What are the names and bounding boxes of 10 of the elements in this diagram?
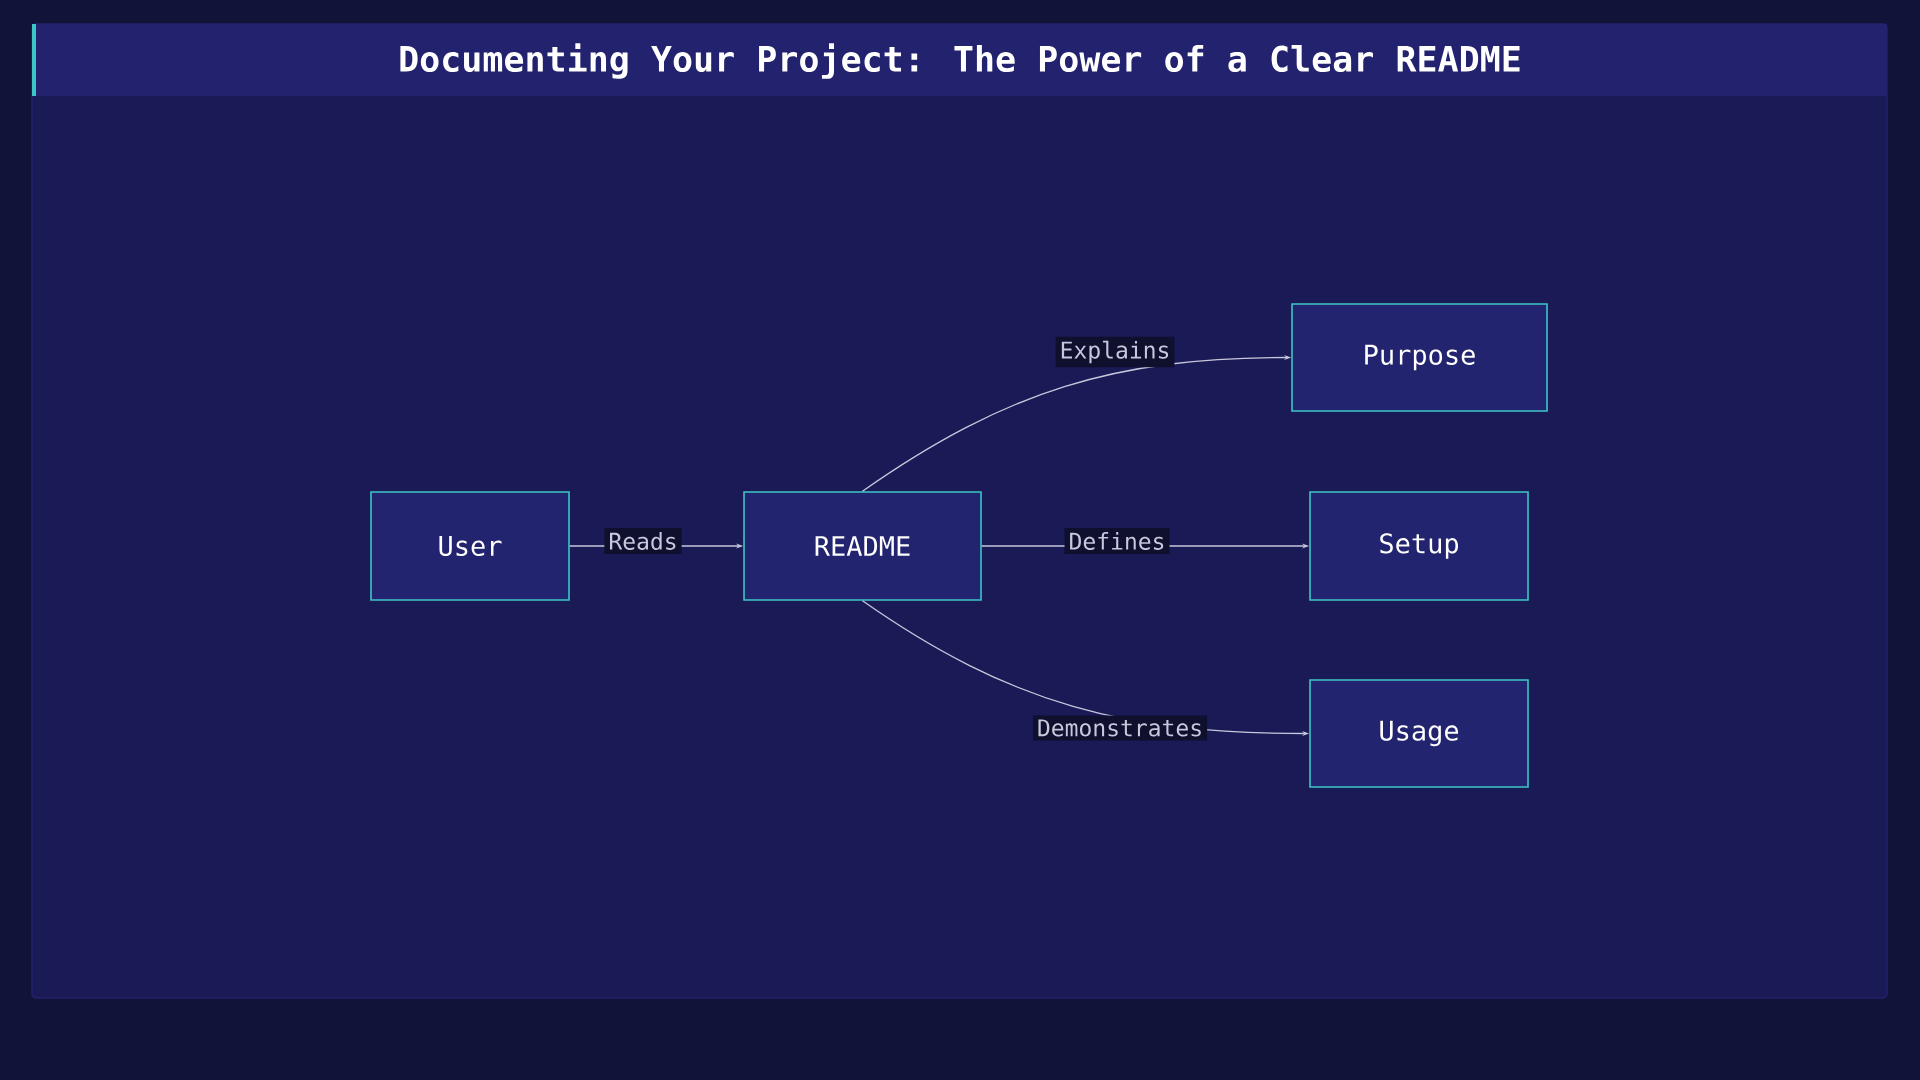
edge-label: Explains (1055, 336, 1175, 368)
title-bar: Documenting Your Project: The Power of a Clear README (32, 24, 1887, 96)
edge-label: Defines (1064, 528, 1170, 554)
process-box: Purpose (1291, 303, 1548, 412)
process-box: README (743, 491, 982, 601)
process-box: Setup (1309, 491, 1529, 601)
process-box: User (370, 491, 570, 601)
edge-label: Reads (604, 528, 682, 554)
process-box: Usage (1309, 679, 1529, 788)
edge-label: Demonstrates (1032, 715, 1208, 741)
